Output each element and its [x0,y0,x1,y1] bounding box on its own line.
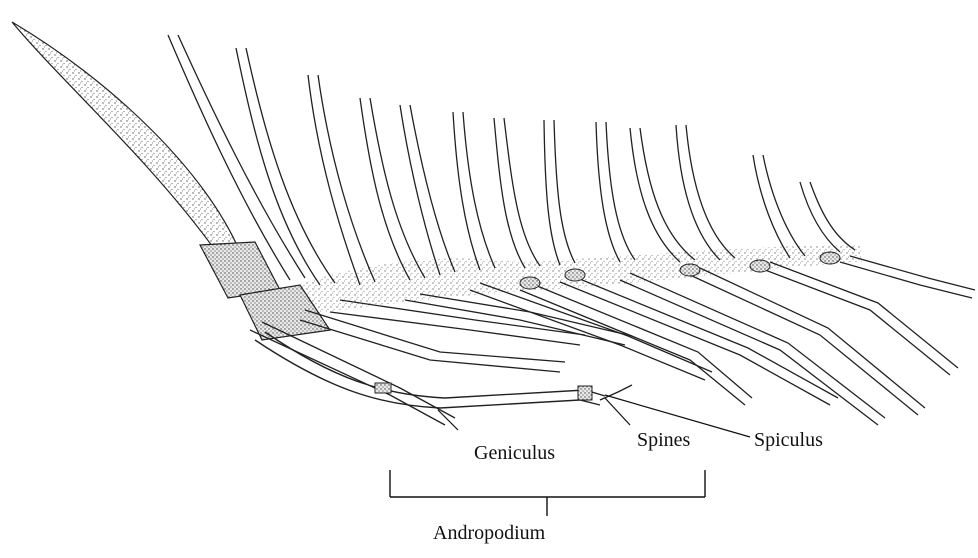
andropodium-rays [255,332,632,408]
spiculus-label: Spiculus [754,430,823,450]
geniculus-label: Geniculus [474,443,555,463]
lead-ray-base [200,242,280,298]
upright-rays [168,35,855,285]
fin-membrane [255,245,862,320]
lead-ray [12,22,240,252]
spines-label: Spines [637,430,690,450]
andropodium-bracket [390,470,705,516]
leader-lines [438,395,750,437]
andropodium-label: Andropodium [433,523,545,543]
